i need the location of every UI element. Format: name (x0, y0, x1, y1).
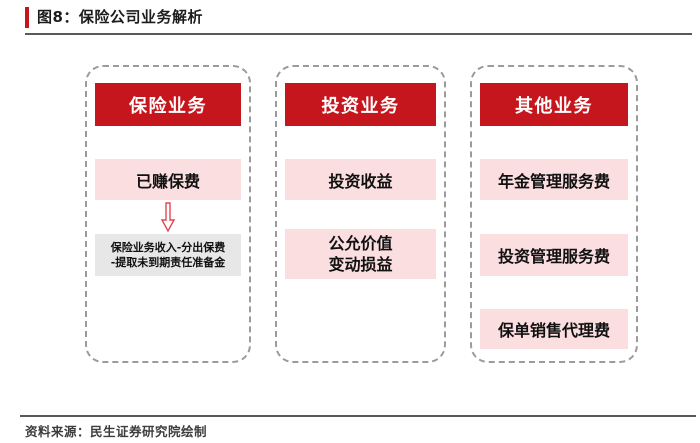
column-investment-business: 投资业务 投资收益 公允价值 变动损益 (275, 65, 446, 363)
flow-box-premium-formula: 保险业务收入-分出保费 -提取未到期责任准备金 (95, 234, 241, 276)
column-header-insurance: 保险业务 (95, 83, 241, 126)
flow-box-annuity-mgmt-fee: 年金管理服务费 (480, 159, 628, 200)
title-accent-bar (25, 7, 29, 28)
footer-line (20, 415, 696, 417)
source-note: 资料来源：民生证券研究院绘制 (25, 424, 208, 439)
flow-box-fair-value-change: 公允价值 变动损益 (285, 229, 436, 279)
flow-box-policy-agency-fee: 保单销售代理费 (480, 309, 628, 349)
column-header-other: 其他业务 (480, 83, 628, 126)
column-header-investment: 投资业务 (285, 83, 436, 126)
title-underline (25, 33, 692, 35)
column-other-business: 其他业务 年金管理服务费 投资管理服务费 保单销售代理费 (470, 65, 638, 363)
flow-box-earned-premium: 已赚保费 (95, 159, 241, 200)
figure-title: 图8：保险公司业务解析 (37, 8, 203, 26)
figure-title-row: 图8：保险公司业务解析 (25, 7, 203, 28)
down-arrow-icon (161, 202, 175, 232)
flow-box-investment-mgmt-fee: 投资管理服务费 (480, 234, 628, 276)
flow-box-investment-income: 投资收益 (285, 159, 436, 200)
column-insurance-business: 保险业务 已赚保费 保险业务收入-分出保费 -提取未到期责任准备金 (85, 65, 251, 363)
